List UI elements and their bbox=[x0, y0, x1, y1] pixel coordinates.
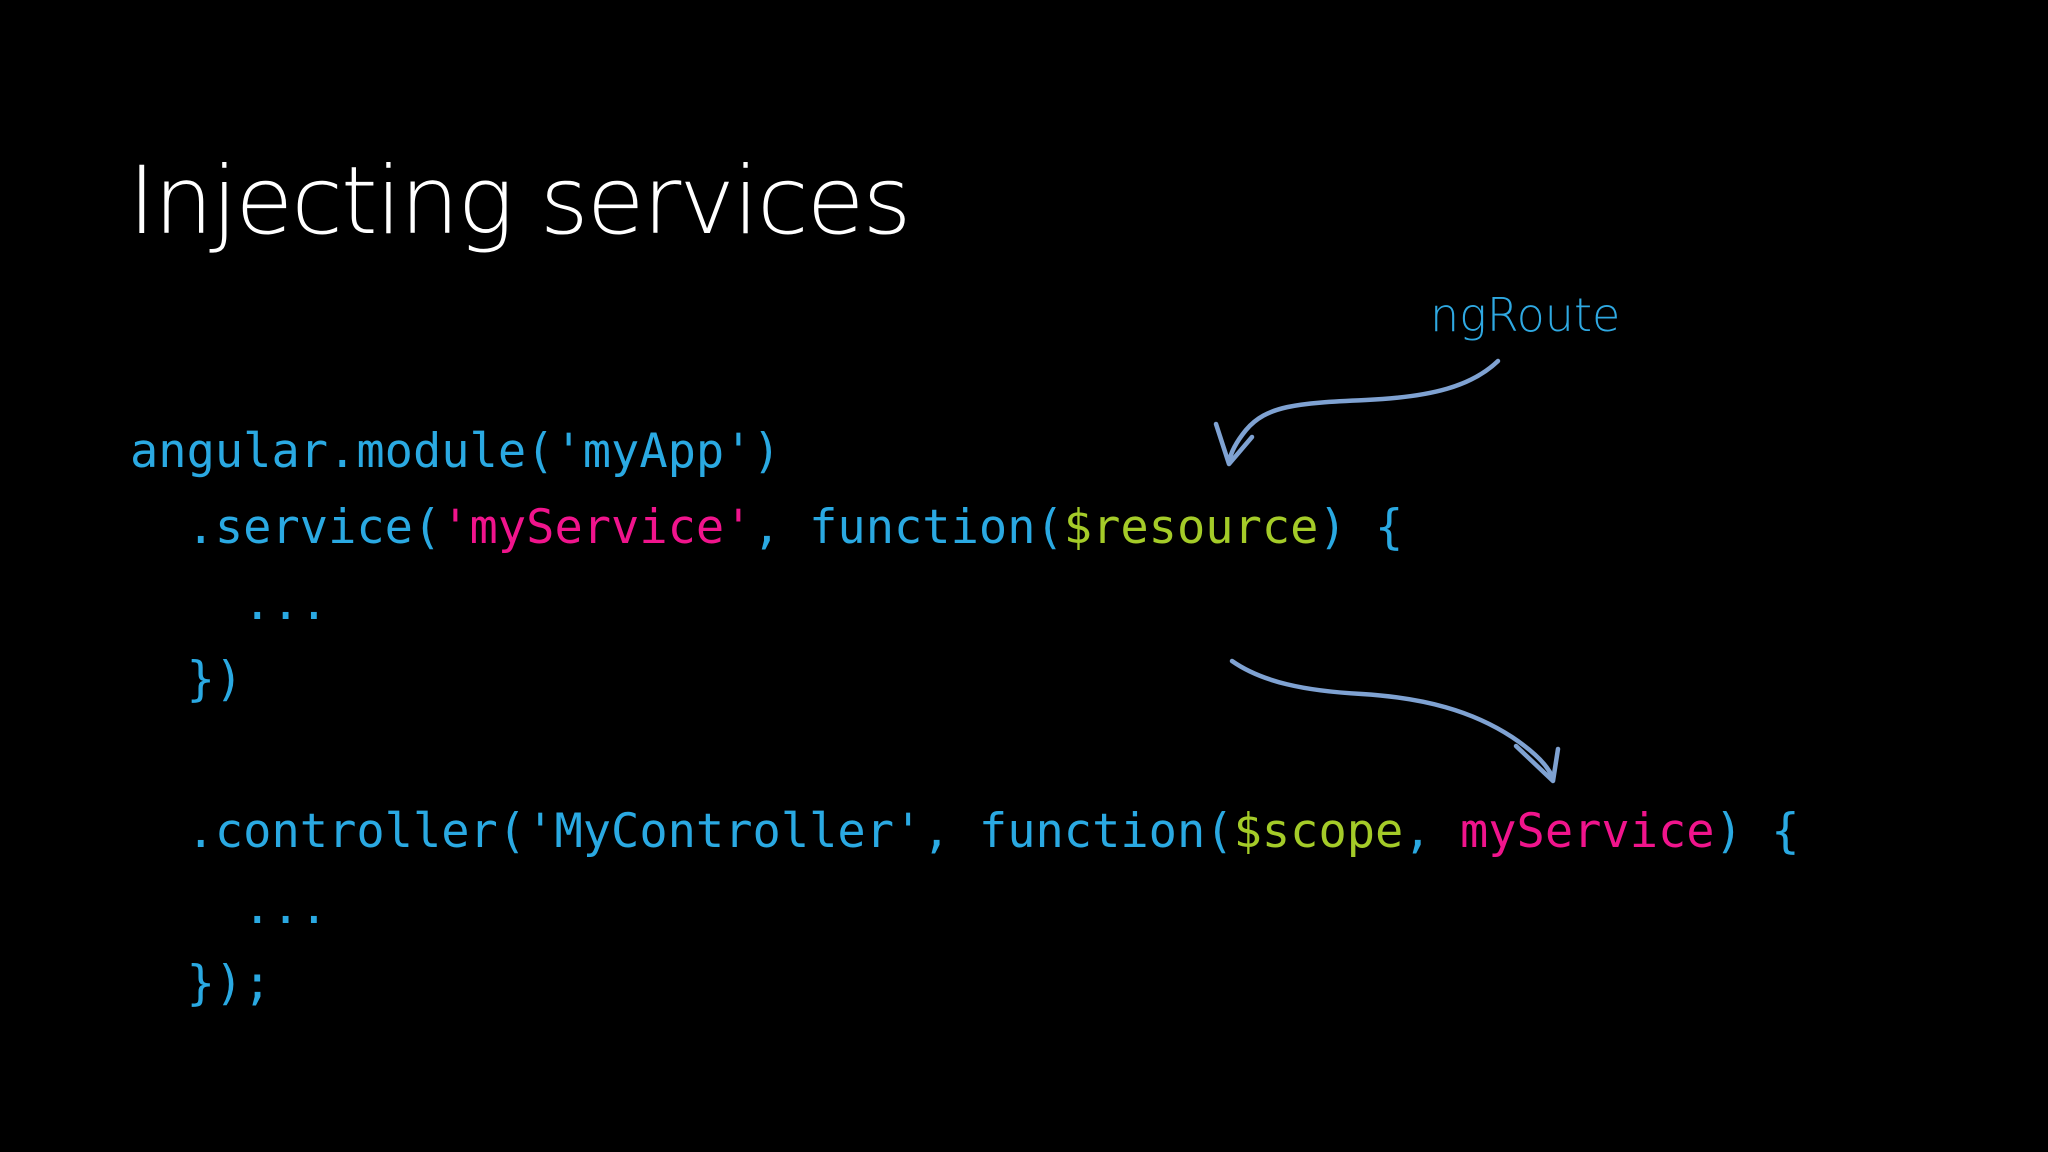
code-segment: }); bbox=[130, 956, 272, 1011]
code-line: angular.module('myApp') bbox=[130, 414, 1800, 490]
code-segment: ... bbox=[130, 880, 329, 935]
code-line: ... bbox=[130, 566, 1800, 642]
code-segment: 'myService' bbox=[441, 500, 753, 555]
code-segment: }) bbox=[130, 652, 244, 707]
code-line: .controller('MyController', function($sc… bbox=[130, 794, 1800, 870]
code-line: ... bbox=[130, 870, 1800, 946]
code-segment: angular.module('myApp') bbox=[130, 424, 781, 479]
code-segment: myService bbox=[1459, 804, 1715, 859]
code-segment: , bbox=[1403, 804, 1460, 859]
code-block: angular.module('myApp') .service('myServ… bbox=[130, 414, 1800, 1022]
code-segment: ) { bbox=[1714, 804, 1800, 859]
code-line: .service('myService', function($resource… bbox=[130, 490, 1800, 566]
code-segment: ... bbox=[130, 576, 329, 631]
code-segment: , function( bbox=[752, 500, 1064, 555]
code-segment: $resource bbox=[1063, 500, 1319, 555]
code-line bbox=[130, 718, 1800, 794]
code-segment: $scope bbox=[1233, 804, 1404, 859]
code-line: }) bbox=[130, 642, 1800, 718]
code-segment: .service( bbox=[130, 500, 442, 555]
code-line: }); bbox=[130, 946, 1800, 1022]
code-segment: ) { bbox=[1318, 500, 1404, 555]
page-title: Injecting services bbox=[128, 147, 911, 256]
code-segment: .controller('MyController', function( bbox=[130, 804, 1234, 859]
ngroute-callout-label: ngRoute bbox=[1430, 288, 1621, 342]
